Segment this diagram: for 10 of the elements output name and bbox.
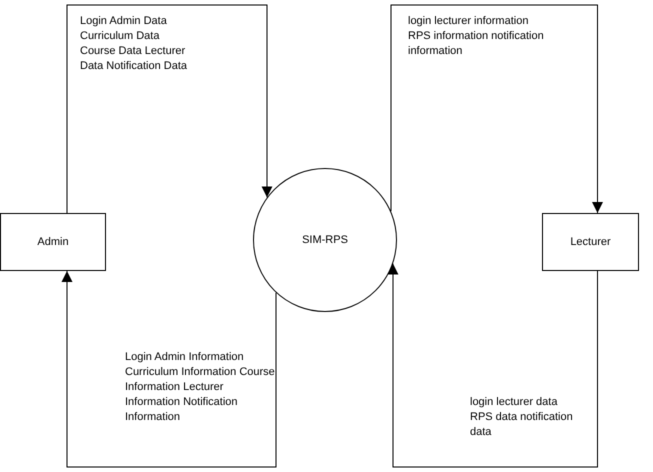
arrow (388, 263, 598, 468)
entity-box (0, 213, 106, 271)
node-label: SIM-RPS (302, 234, 348, 246)
node-label: Admin (37, 236, 69, 248)
entity-box (542, 213, 639, 271)
arrow (62, 270, 276, 468)
arrow (390, 4, 603, 214)
node-label: Lecturer (570, 236, 611, 248)
process-circle (253, 168, 397, 312)
arrow (66, 4, 272, 214)
